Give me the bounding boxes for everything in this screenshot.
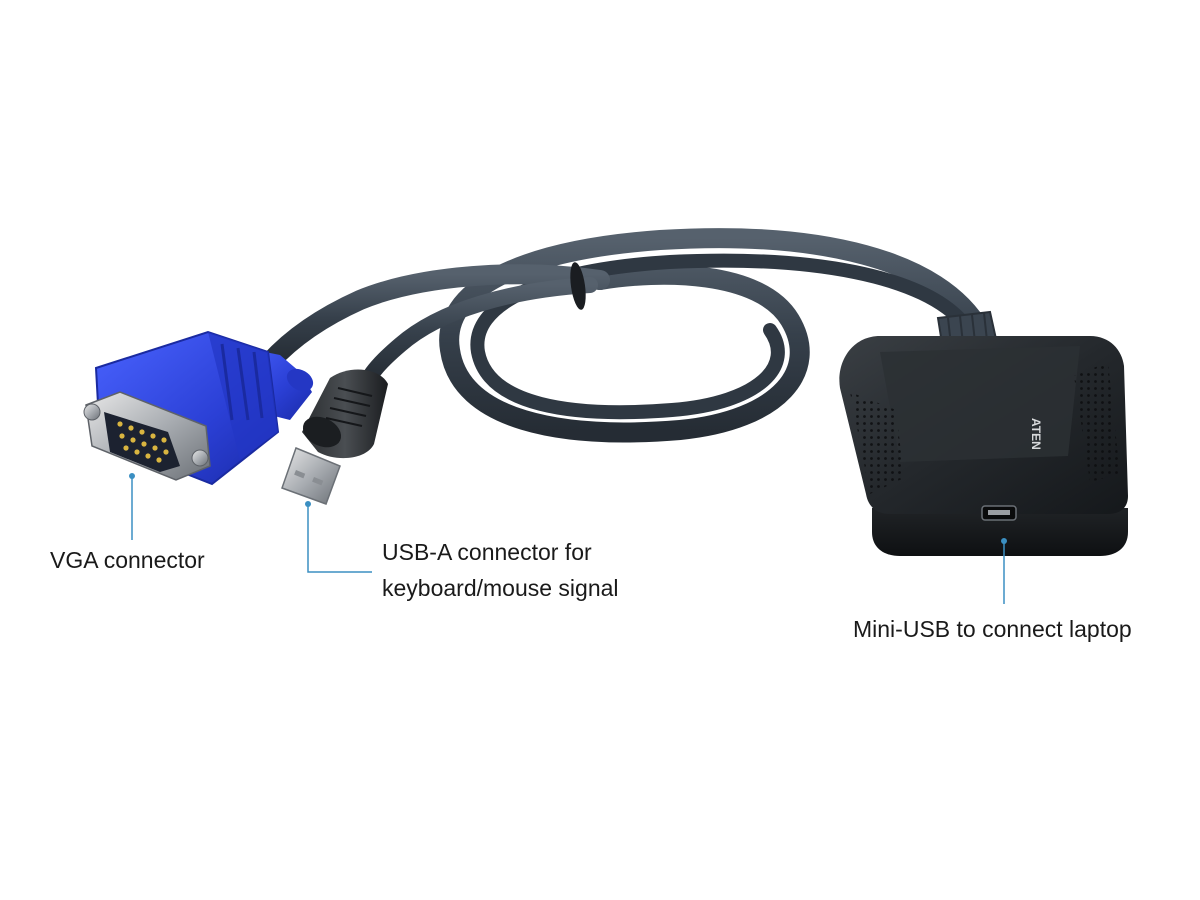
adapter-box: ATEN	[839, 336, 1128, 556]
cable-loop-inner	[470, 253, 972, 420]
cable-bundle	[260, 228, 1000, 443]
usb-a-label-line-1: USB-A connector for	[382, 539, 592, 565]
vga-connector-label: VGA connector	[50, 547, 205, 573]
cable-to-vga	[260, 264, 610, 372]
brand-logo: ATEN	[1029, 418, 1043, 450]
mini-usb-callout-line	[1001, 538, 1007, 604]
vga-pins	[117, 421, 169, 463]
callout-lines	[129, 473, 1007, 604]
usb-a-metal-tip	[281, 447, 341, 505]
vga-callout-line	[129, 473, 135, 540]
vga-connector	[83, 330, 314, 486]
cable-to-usb	[360, 277, 598, 388]
usb-a-callout-line	[305, 501, 372, 573]
usb-a-label-line-2: keyboard/mouse signal	[382, 575, 619, 601]
cable-loop	[439, 228, 990, 443]
usb-a-connector	[281, 369, 388, 505]
cable-tie	[570, 262, 586, 310]
usb-a-connector-label: USB-A connector for keyboard/mouse signa…	[382, 534, 619, 606]
mini-usb-label: Mini-USB to connect laptop	[853, 616, 1132, 642]
